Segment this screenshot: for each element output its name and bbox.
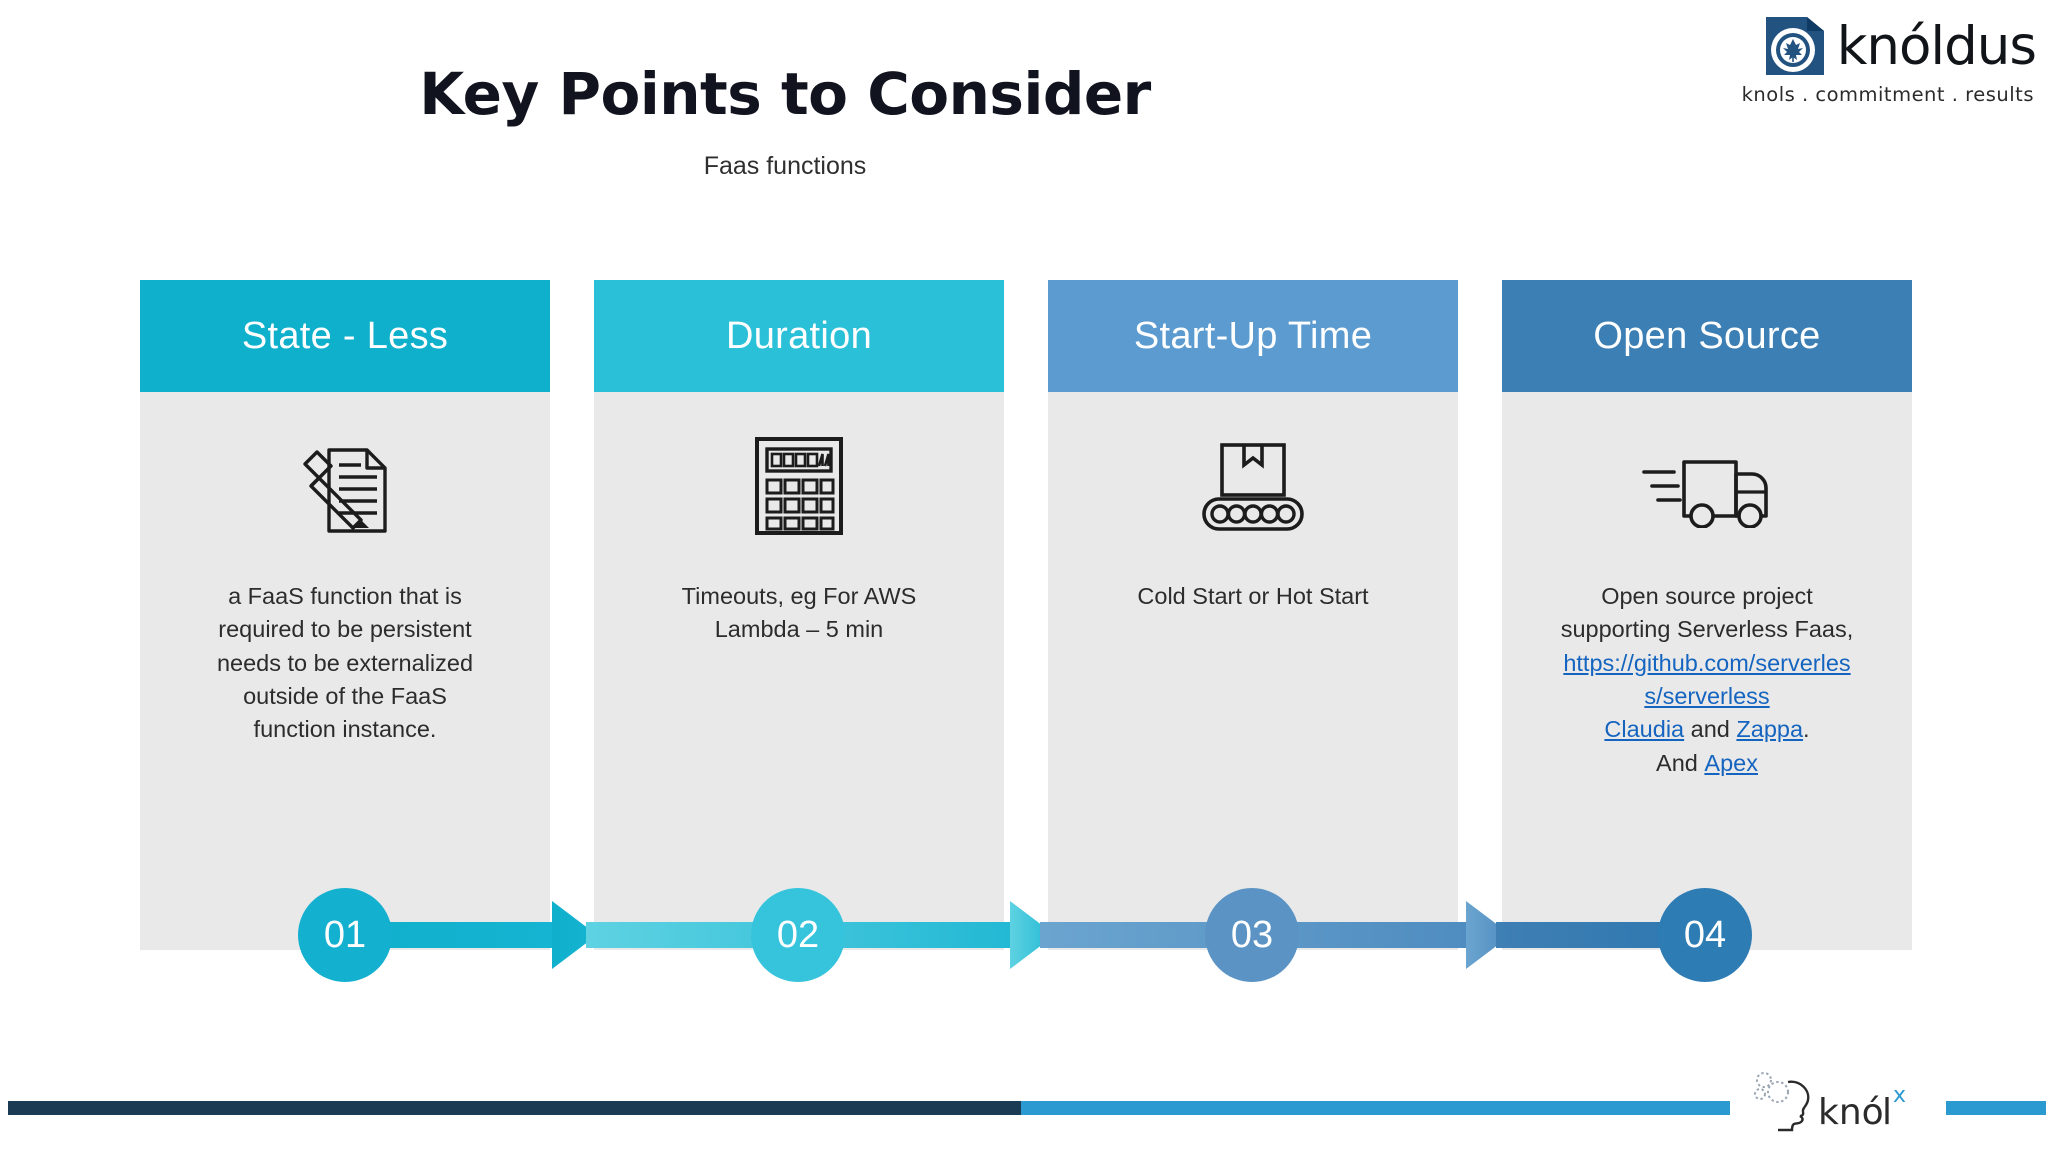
column-text-state-less: a FaaS function that is required to be p… bbox=[175, 580, 515, 747]
column-text-duration: Timeouts, eg For AWS Lambda – 5 min bbox=[629, 580, 969, 647]
column-header-open-source: Open Source bbox=[1502, 280, 1912, 392]
link-github-url-line1: https://github.com/serverles bbox=[1537, 647, 1877, 680]
text-line: Lambda – 5 min bbox=[714, 616, 884, 643]
key-points-columns: State - Less a FaaS function that is bbox=[140, 280, 1912, 950]
footer-bar-blue-right bbox=[1946, 1101, 2046, 1115]
knolx-logo: knó l x bbox=[1730, 1068, 1946, 1138]
step-circle-02[interactable]: 02 bbox=[751, 888, 845, 982]
links-claudia-zappa-line: Claudia and Zappa. bbox=[1537, 713, 1877, 746]
column-body-start-up-time: Cold Start or Hot Start bbox=[1048, 392, 1458, 950]
column-body-state-less: a FaaS function that is required to be p… bbox=[140, 392, 550, 950]
column-body-open-source: Open source project supporting Serverles… bbox=[1502, 392, 1912, 950]
svg-text:knó: knó bbox=[1818, 1092, 1884, 1133]
step-circle-03[interactable]: 03 bbox=[1205, 888, 1299, 982]
step-circle-04[interactable]: 04 bbox=[1658, 888, 1752, 982]
text-line: a FaaS function that is bbox=[228, 583, 462, 609]
text-line: Timeouts, eg For AWS bbox=[681, 583, 917, 609]
footer-bar-blue bbox=[1021, 1101, 1730, 1115]
links-apex-line: And Apex bbox=[1537, 747, 1877, 780]
brand-logo-row: knóldus bbox=[1763, 14, 2037, 78]
text-line: required to be persistent bbox=[218, 616, 472, 643]
claudia-link[interactable]: Claudia bbox=[1604, 716, 1685, 743]
column-text-open-source: Open source project supporting Serverles… bbox=[1537, 580, 1877, 780]
column-header-duration: Duration bbox=[594, 280, 1004, 392]
column-start-up-time: Start-Up Time Cold Start or Hot Start bbox=[1048, 280, 1458, 950]
github-url-link-part1[interactable]: https://github.com/serverles bbox=[1563, 649, 1851, 676]
period-mark: . bbox=[1803, 716, 1810, 743]
column-body-duration: Timeouts, eg For AWS Lambda – 5 min bbox=[594, 392, 1004, 950]
text-line: outside of the FaaS bbox=[243, 683, 447, 710]
column-text-start-up-time: Cold Start or Hot Start bbox=[1083, 580, 1423, 613]
brand-tagline: knols . commitment . results bbox=[1741, 83, 2034, 106]
column-duration: Duration bbox=[594, 280, 1004, 950]
text-line: supporting Serverless Faas, bbox=[1560, 616, 1854, 643]
text-line: function instance. bbox=[253, 716, 437, 743]
zappa-link[interactable]: Zappa bbox=[1736, 716, 1804, 743]
document-with-pencil-icon bbox=[291, 426, 399, 546]
column-header-state-less: State - Less bbox=[140, 280, 550, 392]
calculator-timer-icon bbox=[751, 426, 847, 546]
column-open-source: Open Source Open source project supporti… bbox=[1502, 280, 1912, 950]
github-url-link-part2[interactable]: s/serverless bbox=[1644, 683, 1770, 710]
page-title: Key Points to Consider bbox=[419, 60, 1151, 128]
and-word: And bbox=[1656, 749, 1698, 776]
step-circle-01[interactable]: 01 bbox=[298, 888, 392, 982]
conjunction-word: and bbox=[1690, 716, 1730, 743]
text-line: needs to be externalized bbox=[216, 649, 474, 676]
footer-bar-dark bbox=[8, 1101, 1021, 1115]
svg-text:l: l bbox=[1882, 1092, 1892, 1133]
column-header-start-up-time: Start-Up Time bbox=[1048, 280, 1458, 392]
column-state-less: State - Less a FaaS function that is bbox=[140, 280, 550, 950]
link-github-url-line2: s/serverless bbox=[1537, 680, 1877, 713]
text-line: Open source project bbox=[1601, 583, 1813, 609]
brand-logo: knóldus knols . commitment . results bbox=[1696, 14, 2037, 106]
page-subtitle: Faas functions bbox=[703, 152, 867, 180]
knoldus-maple-leaf-logo-icon bbox=[1763, 14, 1827, 78]
knolx-head-profile-icon bbox=[1778, 1080, 1810, 1132]
text-line: Cold Start or Hot Start bbox=[1137, 583, 1369, 609]
box-on-conveyor-belt-icon bbox=[1194, 426, 1312, 546]
brand-wordmark: knóldus bbox=[1836, 15, 2037, 77]
delivery-truck-icon bbox=[1640, 426, 1774, 546]
svg-text:x: x bbox=[1893, 1083, 1906, 1108]
apex-link[interactable]: Apex bbox=[1704, 749, 1758, 776]
